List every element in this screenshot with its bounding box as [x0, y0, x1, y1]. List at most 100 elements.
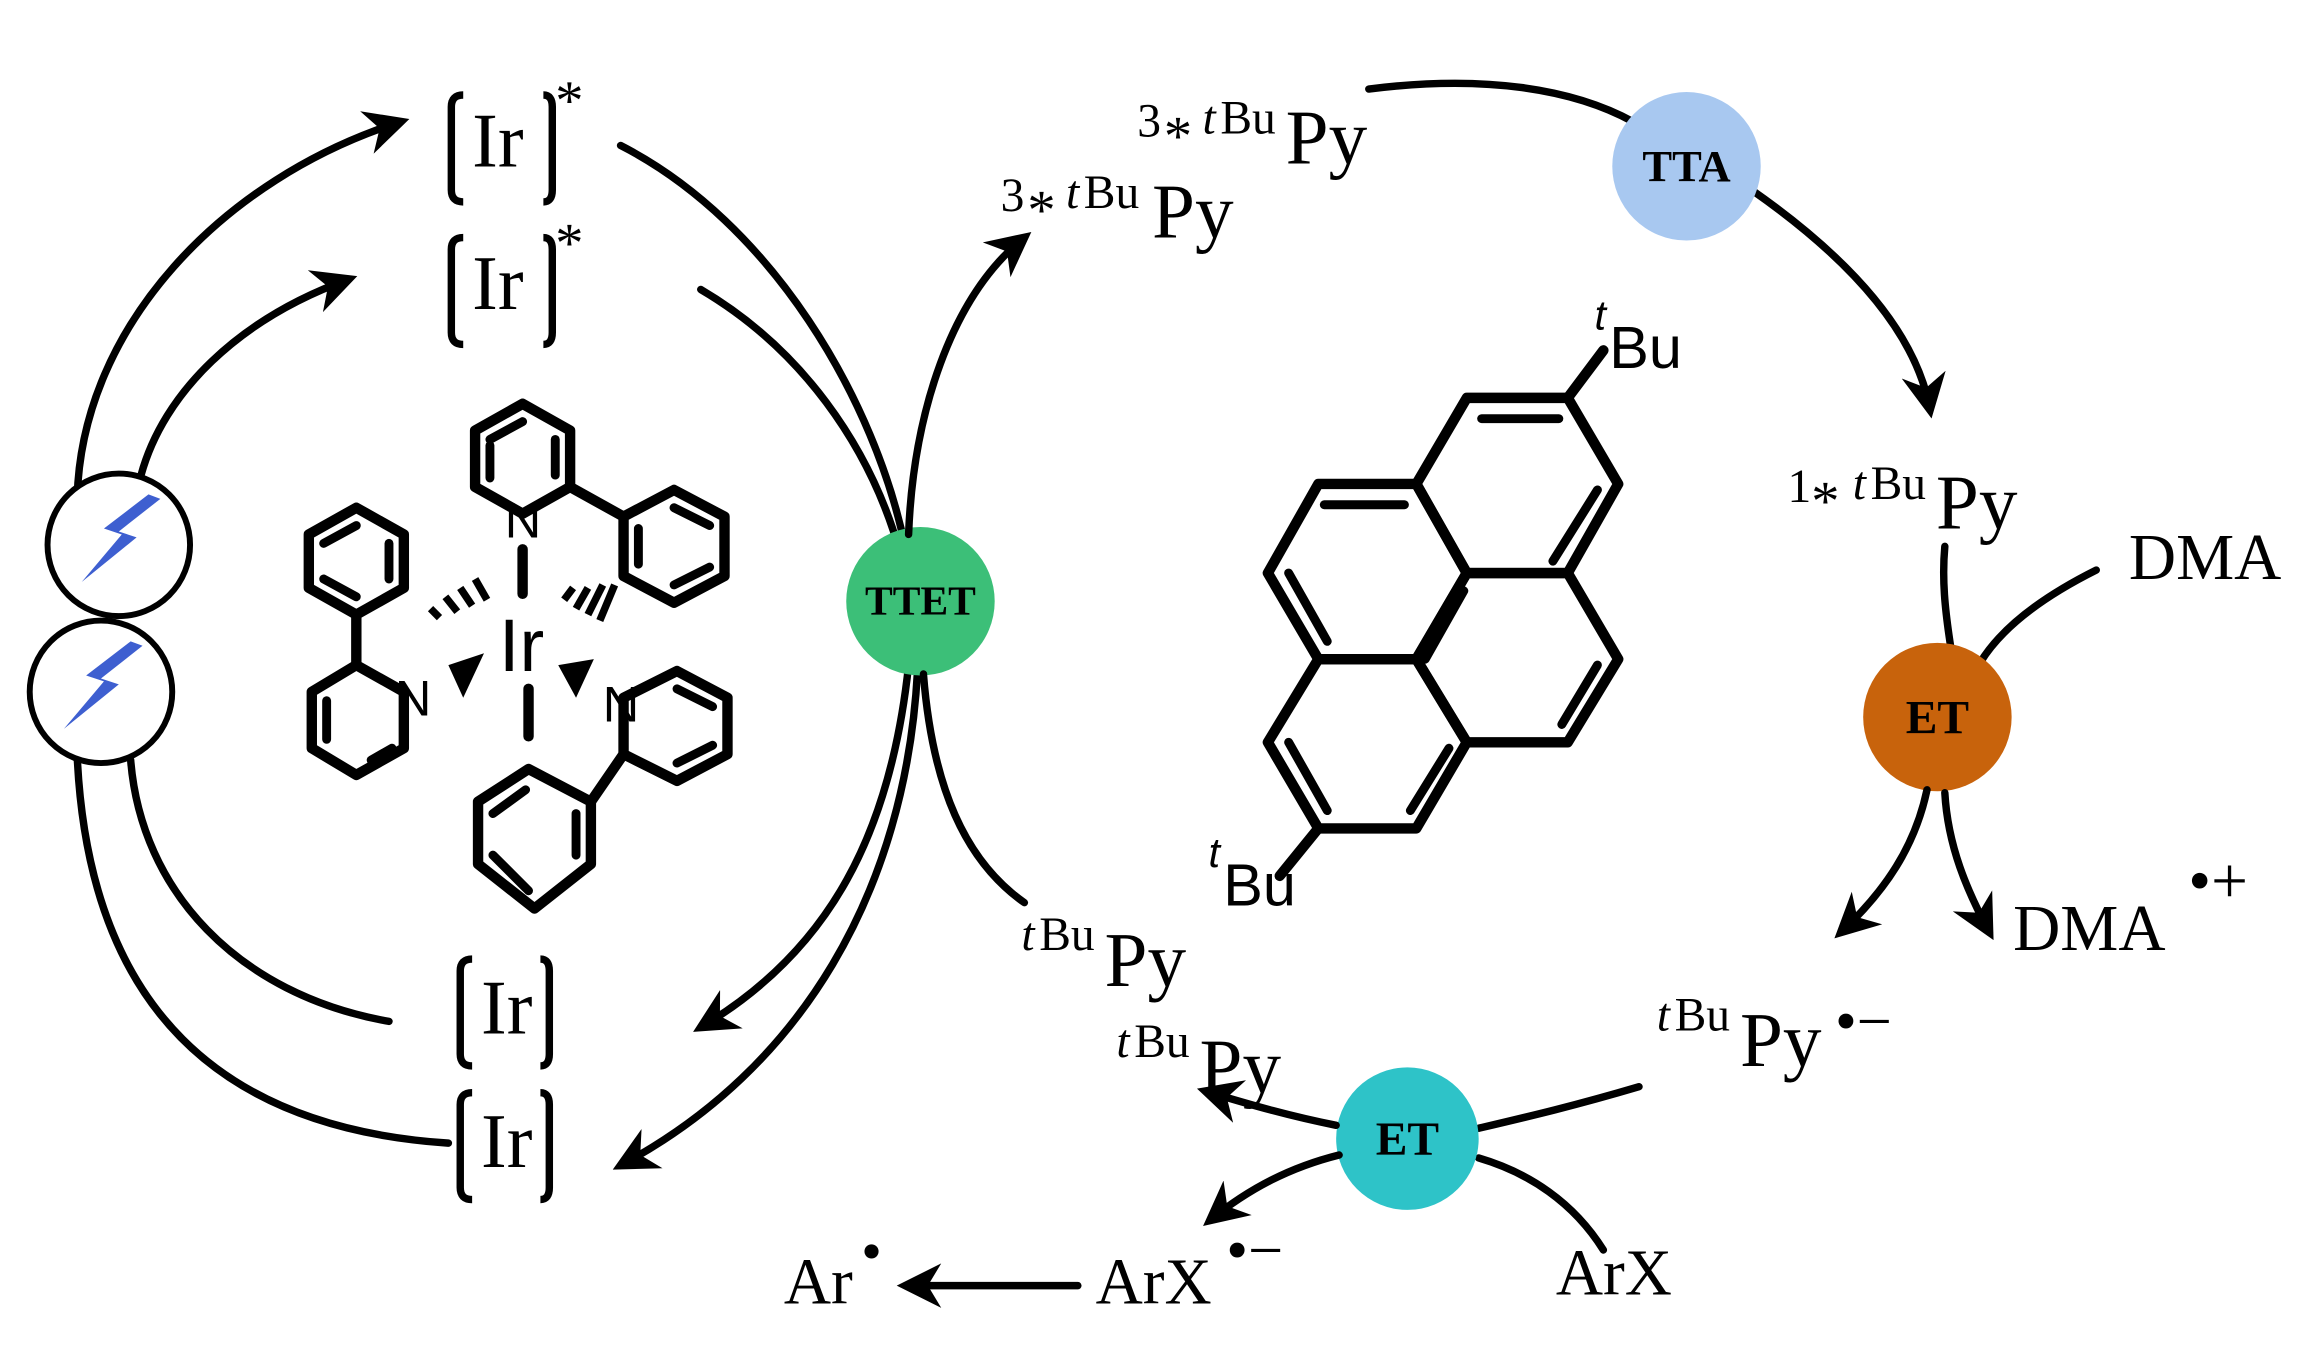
hashed-bond-left [427, 577, 491, 621]
dma-cation-charge: •+ [2188, 846, 2248, 918]
light-source-1 [44, 470, 194, 620]
right-bracket [540, 955, 554, 1070]
wedge-bond-left [448, 653, 484, 698]
excited-star: * [555, 70, 583, 132]
tbu-t: t [1066, 167, 1081, 219]
ir-ppy3-complex: N N Ir [303, 398, 733, 914]
tbu-bu: Bu [1134, 1016, 1189, 1068]
pyrene-radical-anion-label: t Bu Py •− [1657, 987, 1892, 1083]
tbu-prefix-top: t [1594, 292, 1607, 339]
ir-ground-lower: Ir [456, 955, 554, 1070]
iridium-center: Ir [499, 604, 544, 687]
ar-label: Ar [784, 1246, 853, 1318]
ttet-node: TTET [846, 527, 995, 676]
ir-label: Ir [481, 964, 533, 1050]
et2-to-pyrene-arrow [1196, 1080, 1340, 1130]
singlet-pyrene-label: 1 * t Bu Py [1787, 458, 2017, 546]
tbu-bond-bottom [1274, 823, 1324, 882]
lightning-bolt-icon [81, 494, 161, 582]
nitrogen-label: N [603, 676, 639, 733]
left-bracket [456, 1088, 473, 1204]
tbu-bu: Bu [1871, 458, 1926, 510]
hashed-bond-right [561, 583, 619, 622]
arx-anion-mark: •− [1226, 1216, 1283, 1285]
nitrogen-label: N [505, 491, 541, 548]
ttet-from-pyrene [919, 670, 1029, 907]
singlet-to-et-line [1939, 542, 1955, 651]
triplet-sup: 3 [1001, 170, 1025, 222]
et-to-dma-cation-arrow [1941, 789, 1994, 941]
py-label: Py [1200, 1024, 1282, 1110]
et-badge-teal [1336, 1067, 1479, 1210]
di-tbu-pyrene-structure: t Bu t Bu [1208, 292, 1681, 919]
ir-cycle-arrows [73, 111, 922, 1170]
ir-label: Ir [472, 240, 524, 326]
arx-label: ArX [1556, 1238, 1672, 1310]
radical-anion-mark: •− [1835, 987, 1892, 1056]
py-label: Py [1936, 460, 2018, 546]
ir-return-outer [73, 753, 453, 1147]
phenyl-ring [303, 502, 410, 620]
ir-ground-bottom: Ir [456, 1088, 554, 1204]
ttet-to-ir-outer [612, 667, 922, 1170]
tta-node: TTA [1612, 92, 1761, 241]
ir-label: Ir [472, 97, 524, 183]
et-node-2: ET [1336, 1067, 1479, 1210]
ir-return-inner [126, 756, 393, 1026]
ir-star-to-ttet-inner [697, 285, 902, 551]
ir-excited-second: Ir * [447, 212, 583, 349]
tbu-t: t [1853, 458, 1868, 510]
star-mark: * [1164, 105, 1192, 167]
dma-label: DMA [2129, 522, 2281, 594]
right-bracket [543, 91, 557, 206]
tbu-prefix-bottom: t [1208, 829, 1221, 876]
right-bracket [543, 233, 557, 349]
pyrene-neutral-label-1: t Bu Py [1021, 909, 1186, 1003]
arx-anion-label: ArX [1096, 1246, 1212, 1318]
tbu-main-top: Bu [1609, 314, 1682, 381]
et-to-radical-anion-arrow [1834, 786, 1931, 939]
et2-to-arx-anion-arrow [1203, 1151, 1343, 1226]
light-source-2 [26, 617, 176, 767]
ttet-to-ir-inner [693, 661, 913, 1032]
left-bracket [456, 955, 473, 1070]
wedge-bond-right [558, 659, 594, 698]
ttet-to-triplet-arrow [904, 231, 1032, 539]
triplet-to-tta-arc [1365, 79, 1637, 126]
radical-anion-to-et2 [1474, 1083, 1643, 1132]
et-label-1: ET [1906, 692, 1969, 744]
ar-radical-mark: • [861, 1218, 882, 1284]
star-mark: * [1811, 471, 1839, 533]
excitation-arrow-outer [73, 111, 410, 502]
ir-star-to-ttet-outer [616, 141, 910, 554]
tta-badge [1612, 92, 1761, 241]
right-bracket [540, 1088, 554, 1204]
tbu-bu: Bu [1084, 167, 1139, 219]
tbu-t: t [1116, 1016, 1131, 1068]
ir-excited-top: Ir * [447, 70, 583, 206]
nitrogen-label: N [395, 670, 431, 727]
py-label: Py [1740, 997, 1822, 1083]
arx-to-et2 [1474, 1154, 1608, 1254]
excitation-arrow-inner [137, 270, 358, 479]
tbu-bond-top [1562, 345, 1609, 404]
left-bracket [447, 91, 464, 206]
tbu-t: t [1021, 909, 1036, 961]
py-label: Py [1286, 94, 1368, 180]
et-node-1: ET [1863, 642, 2012, 792]
ir-label: Ir [481, 1098, 533, 1184]
et-label-2: ET [1376, 1114, 1439, 1166]
dma-to-et-line [1976, 566, 2100, 666]
triplet-pyrene-label-1: 3 * t Bu Py [1137, 93, 1367, 181]
pyridine-ring [306, 659, 410, 781]
triplet-pyrene-label-2: 3 * t Bu Py [1001, 167, 1234, 255]
ttet-label: TTET [865, 578, 976, 624]
singlet-sup: 1 [1787, 461, 1811, 513]
phenyl-ring [618, 484, 730, 608]
tbu-bu: Bu [1220, 93, 1275, 145]
tbu-bu: Bu [1039, 909, 1094, 961]
pyrene-neutral-label-2: t Bu Py [1116, 1016, 1281, 1110]
tbu-bu: Bu [1675, 989, 1730, 1041]
star-mark: * [1027, 180, 1055, 242]
